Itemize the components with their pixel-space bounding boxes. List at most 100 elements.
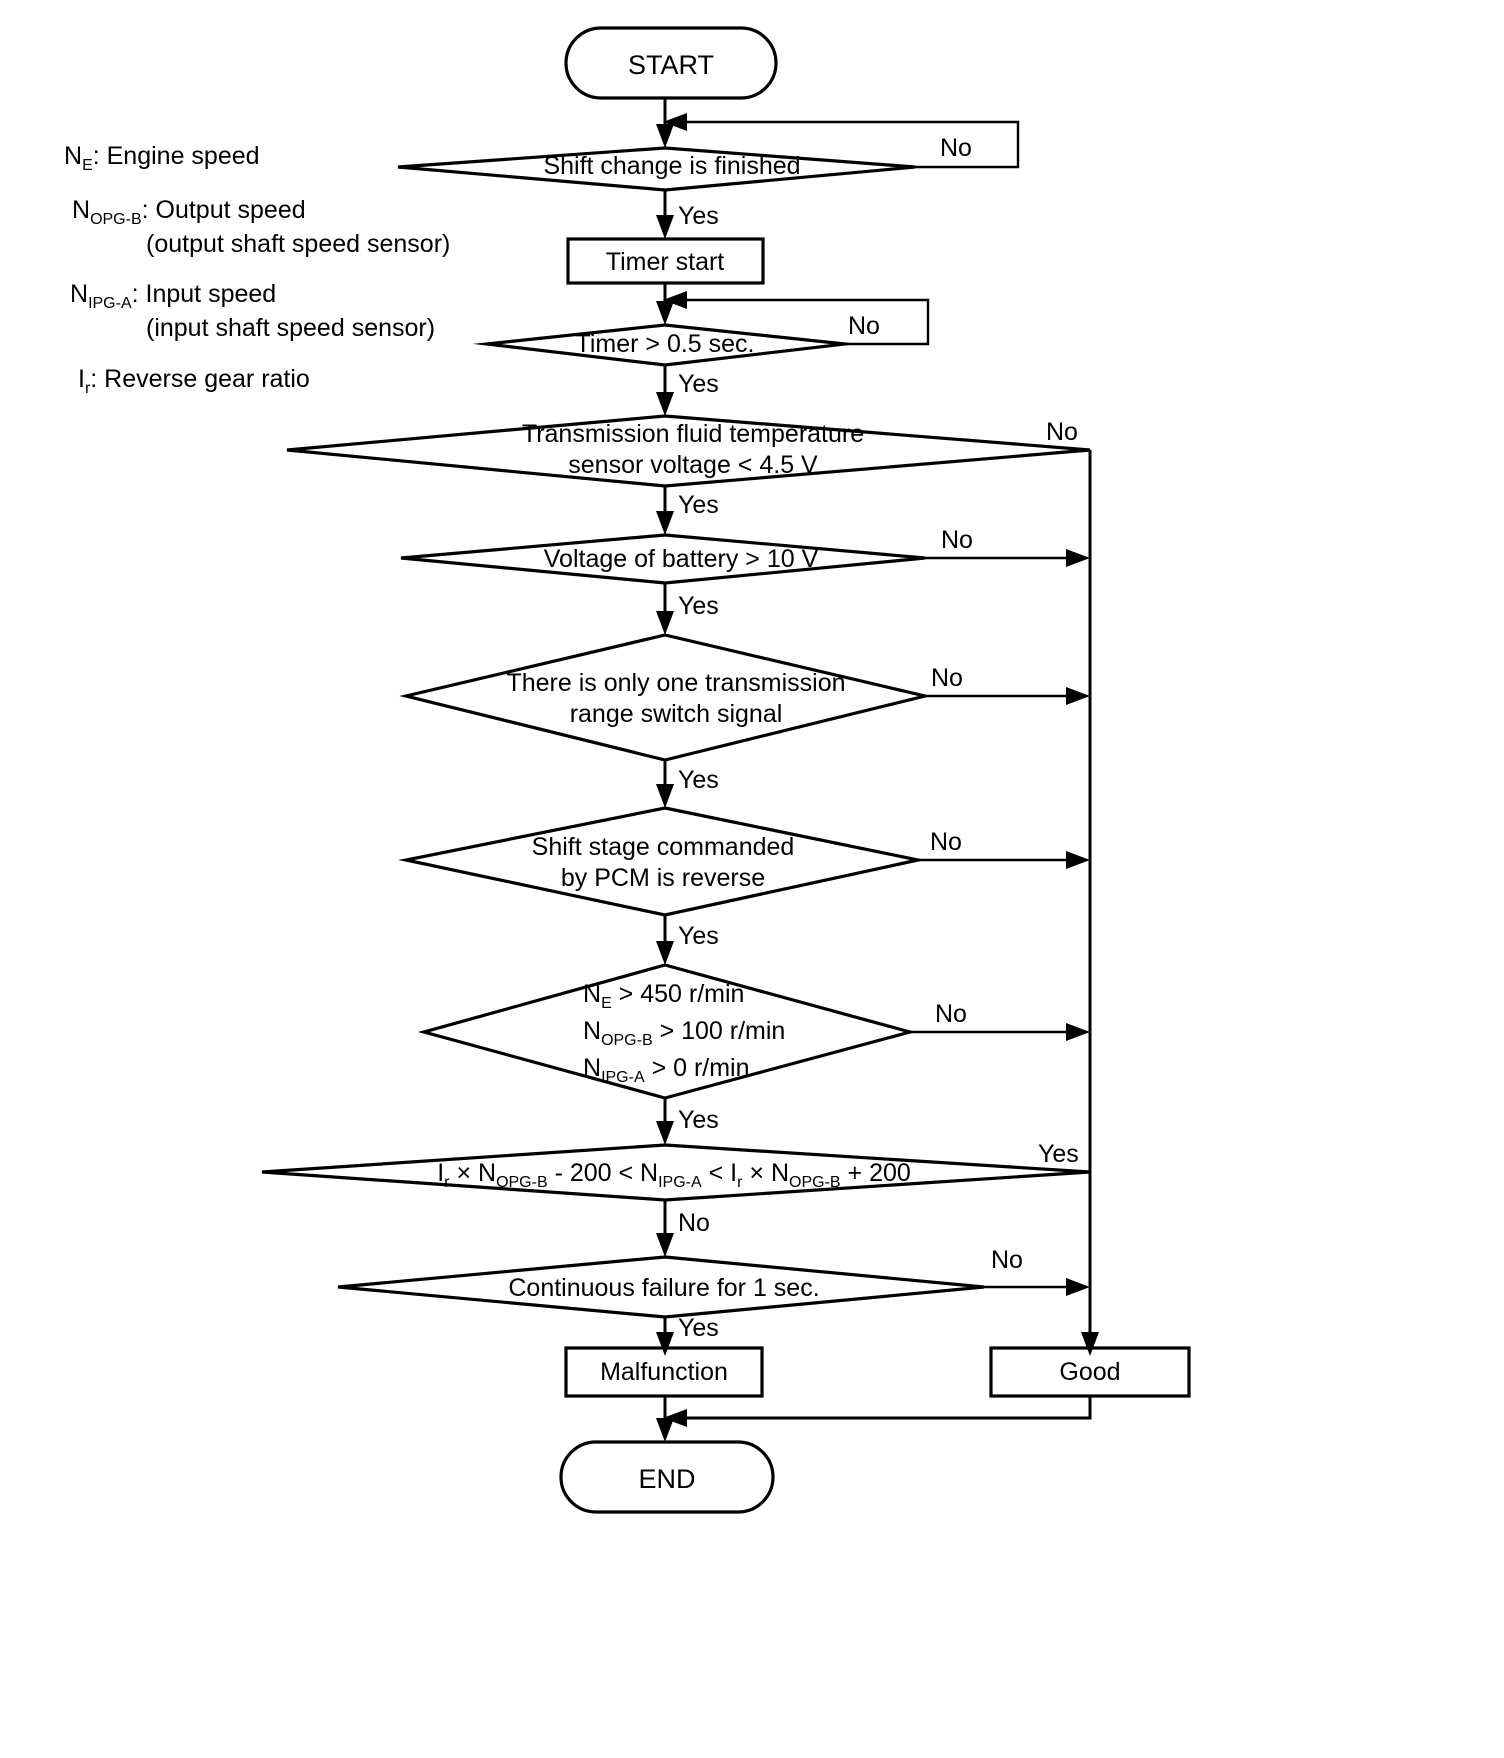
decision-battery-label: Voltage of battery > 10 V <box>544 545 819 573</box>
decision-shift-stage-line1: Shift stage commanded <box>532 833 795 861</box>
ratio-p2-sub: OPG-B <box>496 1174 548 1191</box>
arrowhead-d6-in <box>656 784 674 808</box>
speed-rest-0: > 450 r/min <box>612 980 745 1008</box>
conn-d1-no-loop <box>676 120 1020 169</box>
ratio-p3-op: < <box>702 1159 731 1187</box>
arrowhead-end-in <box>656 1418 674 1442</box>
malfunction-label: Malfunction <box>600 1358 728 1386</box>
arrowhead-d1-in <box>656 124 674 148</box>
legend-definition-2: : Input speed <box>132 280 277 308</box>
label-d8-no: No <box>678 1209 710 1237</box>
speed-sym-0: N <box>583 980 601 1008</box>
legend-subscript-3: r <box>85 380 91 397</box>
label-d5-no: No <box>931 664 963 692</box>
end-terminal: END <box>559 1440 775 1514</box>
ratio-p5-op: + 200 <box>841 1159 911 1187</box>
label-d5-yes: Yes <box>678 766 719 794</box>
start-label: START <box>628 50 714 80</box>
label-d2-yes: Yes <box>678 370 719 398</box>
conn-d2-no-loop <box>676 298 930 346</box>
decision-battery-voltage: Voltage of battery > 10 V <box>400 533 926 585</box>
label-d7-no: No <box>935 1000 967 1028</box>
decision-continuous-failure-label: Continuous failure for 1 sec. <box>508 1274 819 1302</box>
arrowhead-d5-in <box>656 611 674 635</box>
legend-subscript-2: IPG-A <box>88 295 132 312</box>
decision-range-switch-line2: range switch signal <box>570 700 783 728</box>
label-d9-yes: Yes <box>678 1314 719 1342</box>
decision-range-switch-line1: There is only one transmission <box>506 669 845 697</box>
legend-item-0: NE: Engine speed <box>64 142 260 174</box>
start-terminal: START <box>564 26 778 100</box>
process-malfunction: Malfunction <box>564 1346 764 1398</box>
label-d7-yes: Yes <box>678 1106 719 1134</box>
ratio-p5-sym: N <box>771 1159 789 1187</box>
legend-symbol-2: N <box>70 280 88 308</box>
arrowhead-d4-in <box>656 511 674 535</box>
decision-ratio-expression: Ir × NOPG-B - 200 < NIPG-A < Ir × NOPG-B… <box>437 1159 911 1191</box>
arrowhead-timerstart-in <box>656 215 674 239</box>
arrowhead-d4-no <box>1066 549 1090 567</box>
speed-sub-2: IPG-A <box>601 1069 645 1086</box>
decision-shift-change: Shift change is finished <box>397 146 916 192</box>
ratio-p3-sub: IPG-A <box>658 1174 702 1191</box>
arrowhead-d8-in <box>656 1121 674 1145</box>
ratio-p2-op: - 200 < <box>548 1159 640 1187</box>
legend-symbol-3: I <box>78 365 85 393</box>
arrowhead-d7-no <box>1066 1023 1090 1041</box>
ratio-p1-op: × <box>450 1159 479 1187</box>
legend-item-2: NIPG-A: Input speed <box>70 280 276 312</box>
speed-sub-1: OPG-B <box>601 1032 653 1049</box>
speed-rest-1: > 100 r/min <box>653 1017 786 1045</box>
speed-sym-2: N <box>583 1054 601 1082</box>
arrowhead-d1-loop <box>663 113 687 131</box>
decision-range-switch-signal: There is only one transmission range swi… <box>399 633 932 762</box>
good-label: Good <box>1059 1358 1120 1386</box>
label-d1-yes: Yes <box>678 202 719 230</box>
decision-fluid-temp-voltage: Transmission fluid temperature sensor vo… <box>286 414 1091 488</box>
label-d6-no: No <box>930 828 962 856</box>
label-d3-yes: Yes <box>678 491 719 519</box>
conn-good-to-end <box>676 1396 1092 1420</box>
decision-timer-half-sec: Timer > 0.5 sec. <box>472 323 860 367</box>
speed-sym-1: N <box>583 1017 601 1045</box>
decision-speed-row-0: NE > 450 r/min <box>583 980 744 1012</box>
label-d3-no: No <box>1046 418 1078 446</box>
speed-rest-2: > 0 r/min <box>645 1054 750 1082</box>
decision-shift-stage-line2: by PCM is reverse <box>561 864 765 892</box>
arrowhead-d9-in <box>656 1233 674 1257</box>
decision-shift-stage-reverse: Shift stage commanded by PCM is reverse <box>398 806 926 917</box>
legend: NE: Engine speed NOPG-B: Output speed (o… <box>64 142 450 397</box>
label-d1-no: No <box>940 134 972 162</box>
ratio-p5-sub: OPG-B <box>789 1174 841 1191</box>
decision-speed-row-1: NOPG-B > 100 r/min <box>583 1017 785 1049</box>
decision-continuous-failure: Continuous failure for 1 sec. <box>337 1255 985 1319</box>
arrowhead-good-join <box>663 1409 687 1427</box>
legend-symbol-0: N <box>64 142 82 170</box>
legend-item-1: NOPG-B: Output speed <box>72 196 306 228</box>
label-d6-yes: Yes <box>678 922 719 950</box>
legend-subscript-0: E <box>82 157 93 174</box>
decision-speed-row-2: NIPG-A > 0 r/min <box>583 1054 750 1086</box>
arrowhead-d2-loop <box>663 291 687 309</box>
label-d9-no: No <box>991 1246 1023 1274</box>
arrowhead-malfunction-in <box>656 1332 674 1356</box>
end-label: END <box>638 1464 695 1494</box>
ratio-p4-sub: r <box>737 1174 743 1191</box>
decision-gear-ratio-window: Ir × NOPG-B - 200 < NIPG-A < Ir × NOPG-B… <box>261 1143 1091 1202</box>
label-d8-yes: Yes <box>1038 1140 1079 1168</box>
process-timer-start: Timer start <box>566 237 765 285</box>
legend-detail-1: (output shaft speed sensor) <box>146 230 450 258</box>
arrowhead-d7-in <box>656 941 674 965</box>
label-d2-no: No <box>848 312 880 340</box>
decision-fluid-temp-line2: sensor voltage < 4.5 V <box>568 451 818 479</box>
arrowhead-d6-no <box>1066 851 1090 869</box>
arrowhead-d5-no <box>1066 687 1090 705</box>
arrowhead-d9-no <box>1066 1278 1090 1296</box>
legend-definition-3: : Reverse gear ratio <box>90 365 310 393</box>
legend-detail-2: (input shaft speed sensor) <box>146 314 435 342</box>
ratio-p1-sub: r <box>444 1174 450 1191</box>
legend-subscript-1: OPG-B <box>90 211 142 228</box>
decision-shift-change-label: Shift change is finished <box>543 152 800 180</box>
